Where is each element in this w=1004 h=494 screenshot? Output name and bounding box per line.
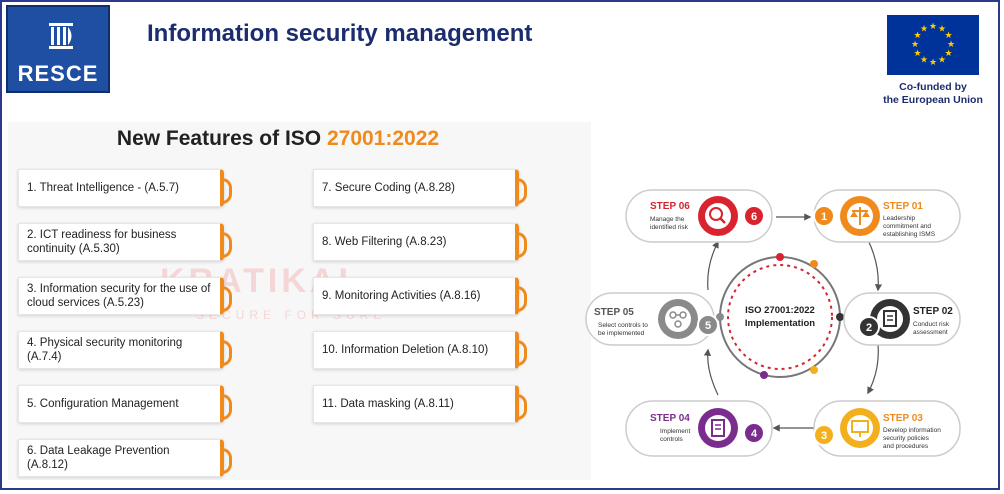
implementation-cycle: ISO 27001:2022 Implementation 6 STEP 06 … <box>585 189 961 457</box>
resce-logo: RESCE <box>6 5 110 93</box>
svg-text:★: ★ <box>944 49 952 59</box>
ring-dot <box>716 313 724 321</box>
step-02-title: STEP 02 <box>913 306 953 317</box>
feature-item-1: 1. Threat Intelligence - (A.5.7) <box>18 169 232 207</box>
step-04-desc-line1: Implement <box>660 428 691 435</box>
svg-text:★: ★ <box>929 22 937 32</box>
features-title-prefix: New Features of ISO <box>116 127 327 150</box>
step-06-title: STEP 06 <box>650 201 690 212</box>
step-03-number: 3 <box>821 430 827 442</box>
step-03-title: STEP 03 <box>883 413 923 424</box>
step-04-title: STEP 04 <box>650 413 690 424</box>
flow-arrow <box>707 240 719 291</box>
svg-text:★: ★ <box>929 58 937 68</box>
feature-item-9: 9. Monitoring Activities (A.8.16) <box>313 277 527 315</box>
step-03-desc-line2: security policies <box>883 435 930 442</box>
step-02-desc-line1: Conduct risk <box>913 321 950 328</box>
svg-text:★: ★ <box>913 49 921 59</box>
feature-item-2: 2. ICT readiness for business continuity… <box>18 223 232 261</box>
step-01-desc-line3: establishing ISMS <box>883 231 936 238</box>
flow-arrow <box>867 344 879 395</box>
ring-dot <box>810 366 818 374</box>
scale-icon <box>850 207 870 225</box>
features-title-highlight: 27001:2022 <box>326 127 440 150</box>
page-title: Information security management <box>147 20 533 47</box>
magnifier-icon <box>709 207 726 224</box>
ring-dot <box>836 313 844 321</box>
step-01-number: 1 <box>821 211 827 223</box>
svg-text:★: ★ <box>947 40 955 50</box>
svg-text:★: ★ <box>944 31 952 41</box>
center-ring-dashed <box>727 264 833 370</box>
ring-dot <box>810 260 818 268</box>
step-03-desc-line1: Develop information <box>883 427 941 434</box>
step-06-card: 6 STEP 06 Manage the identified risk <box>625 189 773 243</box>
feature-item-5: 5. Configuration Management <box>18 385 232 423</box>
step-01-title: STEP 01 <box>883 201 923 212</box>
step-04-desc-line2: controls <box>660 436 684 443</box>
document-icon <box>711 419 725 437</box>
ring-dot <box>776 253 784 261</box>
step-05-card: 5 STEP 05 Select controls to be implemen… <box>585 292 719 346</box>
svg-text:★: ★ <box>938 56 946 66</box>
ring-dot <box>760 371 768 379</box>
svg-text:★: ★ <box>920 56 928 66</box>
step-01-card: 1 STEP 01 Leadership commitment and esta… <box>813 189 961 243</box>
step-06-number: 6 <box>751 211 757 223</box>
feature-item-4: 4. Physical security monitoring (A.7.4) <box>18 331 232 369</box>
feature-item-7: 7. Secure Coding (A.8.28) <box>313 169 527 207</box>
center-label-line1: ISO 27001:2022 <box>745 305 815 316</box>
feature-item-11: 11. Data masking (A.8.11) <box>313 385 527 423</box>
svg-text:★: ★ <box>911 40 919 50</box>
clipboard-icon <box>883 310 897 327</box>
step-05-title: STEP 05 <box>594 307 634 318</box>
building-icon <box>49 23 73 49</box>
eu-caption: Co-funded by the European Union <box>868 81 998 107</box>
svg-text:★: ★ <box>913 31 921 41</box>
svg-text:★: ★ <box>938 25 946 35</box>
feature-item-6: 6. Data Leakage Prevention (A.8.12) <box>18 439 232 477</box>
step-05-desc-line1: Select controls to <box>598 322 648 329</box>
eu-flag-icon: ★★★ ★★★ ★★★ ★★★ <box>887 15 979 75</box>
logo-text: RESCE <box>17 61 99 86</box>
step-03-desc-line3: and procedures <box>883 443 929 450</box>
features-title: New Features of ISO 27001:2022 <box>8 127 548 151</box>
flow-arrow <box>867 239 883 292</box>
step-03-card: 3 STEP 03 Develop information security p… <box>813 400 961 457</box>
step-06-desc-line1: Manage the <box>650 216 685 223</box>
step-01-desc-line1: Leadership <box>883 215 916 222</box>
step-05-number: 5 <box>705 320 711 332</box>
feature-item-8: 8. Web Filtering (A.8.23) <box>313 223 527 261</box>
flow-arrow <box>703 348 719 396</box>
step-02-desc-line2: assessment <box>913 329 948 336</box>
center-label-line2: Implementation <box>745 318 815 329</box>
step-04-card: 4 STEP 04 Implement controls <box>625 400 773 457</box>
step-05-desc-line2: be implemented <box>598 330 645 337</box>
presentation-icon <box>851 420 869 437</box>
feature-item-10: 10. Information Deletion (A.8.10) <box>313 331 527 369</box>
center-ring-outer <box>719 256 841 378</box>
feature-item-3: 3. Information security for the use of c… <box>18 277 232 315</box>
eu-caption-line2: the European Union <box>883 94 983 106</box>
step-06-desc-line2: identified risk <box>650 224 689 231</box>
step-01-desc-line2: commitment and <box>883 223 931 230</box>
eu-caption-line1: Co-funded by <box>899 81 967 93</box>
svg-text:★: ★ <box>920 25 928 35</box>
step-02-number: 2 <box>866 322 872 334</box>
step-02-card: 2 STEP 02 Conduct risk assessment <box>843 292 961 346</box>
step-04-number: 4 <box>751 428 758 440</box>
nodes-icon <box>669 311 687 328</box>
